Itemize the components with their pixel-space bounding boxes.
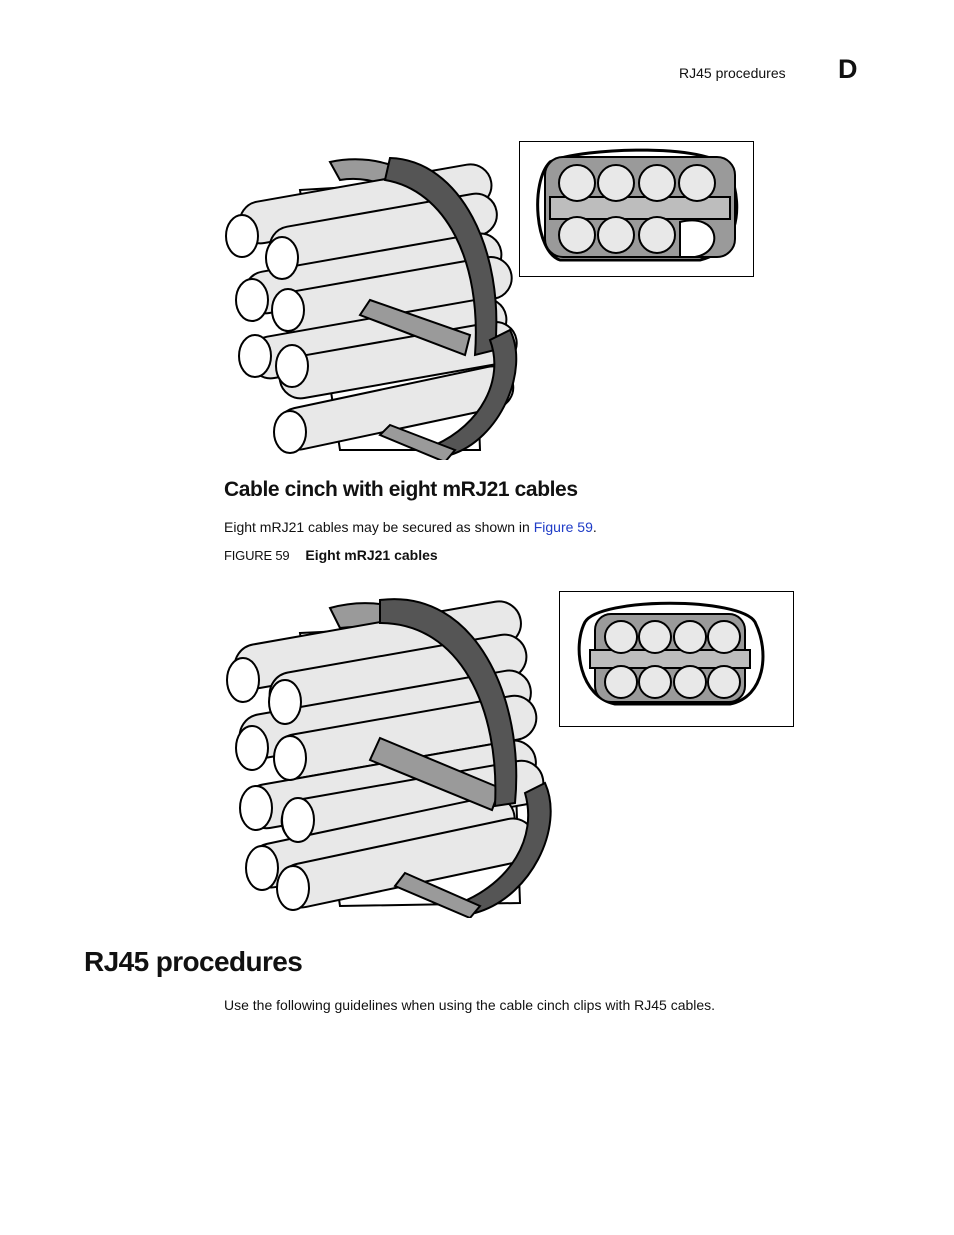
intro-paragraph: Eight mRJ21 cables may be secured as sho…	[224, 519, 597, 535]
intro-text-end: .	[592, 519, 597, 535]
cross-section-diagram-top	[536, 148, 739, 262]
subsection-heading: Cable cinch with eight mRJ21 cables	[224, 478, 578, 501]
running-header-section: RJ45 procedures	[679, 65, 786, 81]
cross-section-inset-top	[519, 141, 754, 277]
cross-section-diagram-eight-mrj21	[577, 601, 765, 706]
section-paragraph: Use the following guidelines when using …	[224, 997, 716, 1013]
running-header-appendix-letter: D	[838, 54, 858, 84]
figure-59-link[interactable]: Figure 59	[533, 519, 593, 535]
cross-section-inset-eight-mrj21	[559, 591, 794, 727]
figure-label: FIGURE 59	[224, 548, 290, 563]
section-heading: RJ45 procedures	[84, 946, 303, 977]
figure-title: Eight mRJ21 cables	[305, 547, 438, 563]
cable-cinch-illustration-eight-mrj21	[226, 598, 552, 918]
intro-text: Eight mRJ21 cables may be secured as sho…	[224, 519, 534, 535]
figure-caption: FIGURE 59 Eight mRJ21 cables	[224, 547, 438, 563]
cable-cinch-illustration-top	[225, 156, 518, 460]
